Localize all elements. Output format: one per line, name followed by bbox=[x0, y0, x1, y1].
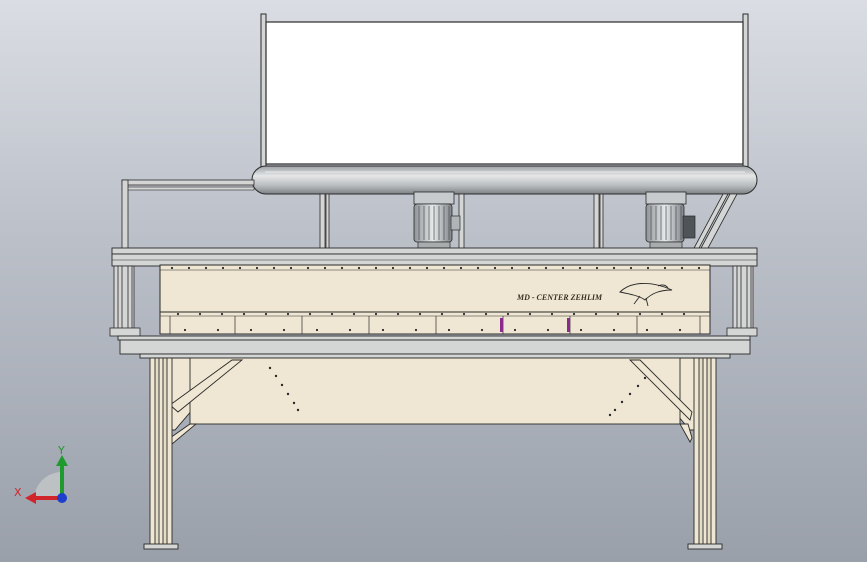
bolt-dot bbox=[220, 312, 224, 316]
bolt-dot bbox=[418, 312, 422, 316]
bolt-dot bbox=[198, 312, 202, 316]
bolt-dot bbox=[286, 312, 290, 316]
bolt-dot bbox=[595, 266, 599, 270]
motor-right bbox=[645, 191, 696, 249]
bolt-dot bbox=[612, 328, 616, 332]
bolt-dot bbox=[678, 328, 682, 332]
machine-label: MD - CENTER ZEHLIM bbox=[516, 293, 603, 302]
bolt-dot bbox=[544, 266, 548, 270]
bolt-dot bbox=[272, 266, 276, 270]
bolt-dot bbox=[249, 328, 253, 332]
bolt-dot bbox=[221, 266, 225, 270]
bolt-dot bbox=[242, 312, 246, 316]
bolt-dot bbox=[629, 266, 633, 270]
support-legs bbox=[143, 357, 723, 550]
bolt-dot bbox=[396, 312, 400, 316]
axis-triad-icon: Y X bbox=[14, 444, 68, 504]
bolt-dot bbox=[381, 328, 385, 332]
bolt-dot bbox=[170, 266, 174, 270]
bolt-dot bbox=[323, 266, 327, 270]
bolt-dot bbox=[204, 266, 208, 270]
upper-deck bbox=[111, 247, 758, 267]
bolt-dot bbox=[442, 266, 446, 270]
lower-hopper bbox=[169, 357, 696, 445]
bolt-dot bbox=[697, 266, 701, 270]
bolt-dot bbox=[391, 266, 395, 270]
bolt-dot bbox=[663, 266, 667, 270]
bolt-dot bbox=[546, 328, 550, 332]
bolt-dot bbox=[216, 328, 220, 332]
screen-body bbox=[159, 264, 711, 335]
bolt-dot bbox=[572, 312, 576, 316]
bolt-dot bbox=[645, 328, 649, 332]
bolt-dot bbox=[616, 312, 620, 316]
bolt-dot bbox=[306, 266, 310, 270]
bolt-dot bbox=[528, 312, 532, 316]
bolt-dot bbox=[348, 328, 352, 332]
bolt-dot bbox=[680, 266, 684, 270]
bolt-dot bbox=[330, 312, 334, 316]
bolt-dot bbox=[660, 312, 664, 316]
pipe-manifold bbox=[251, 165, 758, 195]
bolt-dot bbox=[510, 266, 514, 270]
logo-bird-icon bbox=[619, 283, 673, 307]
bolt-dot bbox=[646, 266, 650, 270]
bolt-dot bbox=[527, 266, 531, 270]
bolt-dot bbox=[425, 266, 429, 270]
bolt-dot bbox=[374, 266, 378, 270]
bolt-row bbox=[170, 266, 701, 332]
bolt-dot bbox=[408, 266, 412, 270]
bolt-dot bbox=[550, 312, 554, 316]
bolt-dot bbox=[238, 266, 242, 270]
left-handrail bbox=[121, 179, 255, 251]
bolt-dot bbox=[264, 312, 268, 316]
hood-panel bbox=[260, 13, 749, 175]
bolt-dot bbox=[340, 266, 344, 270]
pipe-support-posts bbox=[319, 193, 738, 251]
bolt-dot bbox=[682, 312, 686, 316]
base-beam bbox=[117, 335, 751, 359]
bolt-dot bbox=[493, 266, 497, 270]
bolt-dot bbox=[289, 266, 293, 270]
deck-side-columns bbox=[109, 265, 758, 337]
bolt-dot bbox=[484, 312, 488, 316]
bolt-dot bbox=[447, 328, 451, 332]
bolt-dot bbox=[308, 312, 312, 316]
bolt-dot bbox=[374, 312, 378, 316]
bolt-dot bbox=[414, 328, 418, 332]
bolt-dot bbox=[462, 312, 466, 316]
y-axis-label: Y bbox=[57, 444, 65, 457]
bolt-dot bbox=[176, 312, 180, 316]
bolt-dot bbox=[440, 312, 444, 316]
bolt-dot bbox=[315, 328, 319, 332]
bolt-dot bbox=[352, 312, 356, 316]
motor-left bbox=[413, 191, 461, 249]
bolt-dot bbox=[506, 312, 510, 316]
bolt-dot bbox=[187, 266, 191, 270]
bolt-dot bbox=[638, 312, 642, 316]
bolt-dot bbox=[513, 328, 517, 332]
bolt-dot bbox=[579, 328, 583, 332]
bolt-dot bbox=[594, 312, 598, 316]
bolt-dot bbox=[282, 328, 286, 332]
bolt-dot bbox=[459, 266, 463, 270]
bolt-dot bbox=[480, 328, 484, 332]
bolt-dot bbox=[561, 266, 565, 270]
bolt-dot bbox=[183, 328, 187, 332]
bolt-dot bbox=[612, 266, 616, 270]
bolt-dot bbox=[255, 266, 259, 270]
bolt-dot bbox=[476, 266, 480, 270]
machine-label-group: MD - CENTER ZEHLIM bbox=[516, 283, 673, 307]
x-axis-label: X bbox=[14, 486, 22, 499]
bolt-dot bbox=[357, 266, 361, 270]
bolt-dot bbox=[578, 266, 582, 270]
